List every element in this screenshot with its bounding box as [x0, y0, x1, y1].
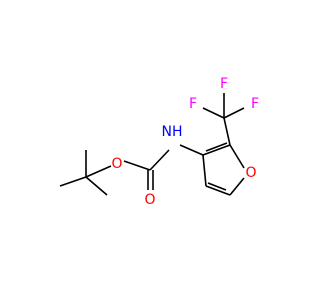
ring-bond-c3-c2 — [202, 144, 231, 156]
bond-nh-to-ring — [179, 144, 204, 156]
ring-bond-o-c5 — [229, 177, 245, 196]
ring-bond-c5-c4 — [205, 185, 231, 196]
atom-label-nh: NH — [162, 124, 183, 140]
bond-ester-oxygen-to-carbonyl — [123, 160, 151, 171]
bond-tbu-methyl-bottom — [85, 176, 108, 196]
atom-label-carbonyl-oxygen: O — [144, 192, 155, 208]
bond-cf3-to-f-left — [202, 107, 225, 119]
bond-ring-to-cf3 — [223, 117, 231, 146]
atom-label-furan-oxygen: O — [245, 165, 256, 181]
atom-label-fluorine-top: F — [220, 76, 228, 92]
ring-bond-c5-c4-inner — [207, 182, 227, 191]
bond-carbonyl-to-nh — [149, 149, 170, 171]
bond-cf3-to-f-right — [223, 107, 245, 119]
bond-tbu-to-ester-oxygen — [85, 165, 112, 178]
ring-bond-c3-c2-inner — [205, 142, 228, 152]
ring-bond-c2-o — [229, 144, 245, 169]
molecule-structure-diagram: NH O O O F F F — [59, 76, 259, 208]
atom-label-ester-oxygen: O — [111, 156, 122, 172]
bond-tbu-methyl-left — [59, 176, 87, 187]
atom-label-fluorine-right: F — [251, 96, 259, 112]
ring-bond-c4-c3 — [202, 154, 207, 187]
atom-label-fluorine-left: F — [189, 96, 197, 112]
